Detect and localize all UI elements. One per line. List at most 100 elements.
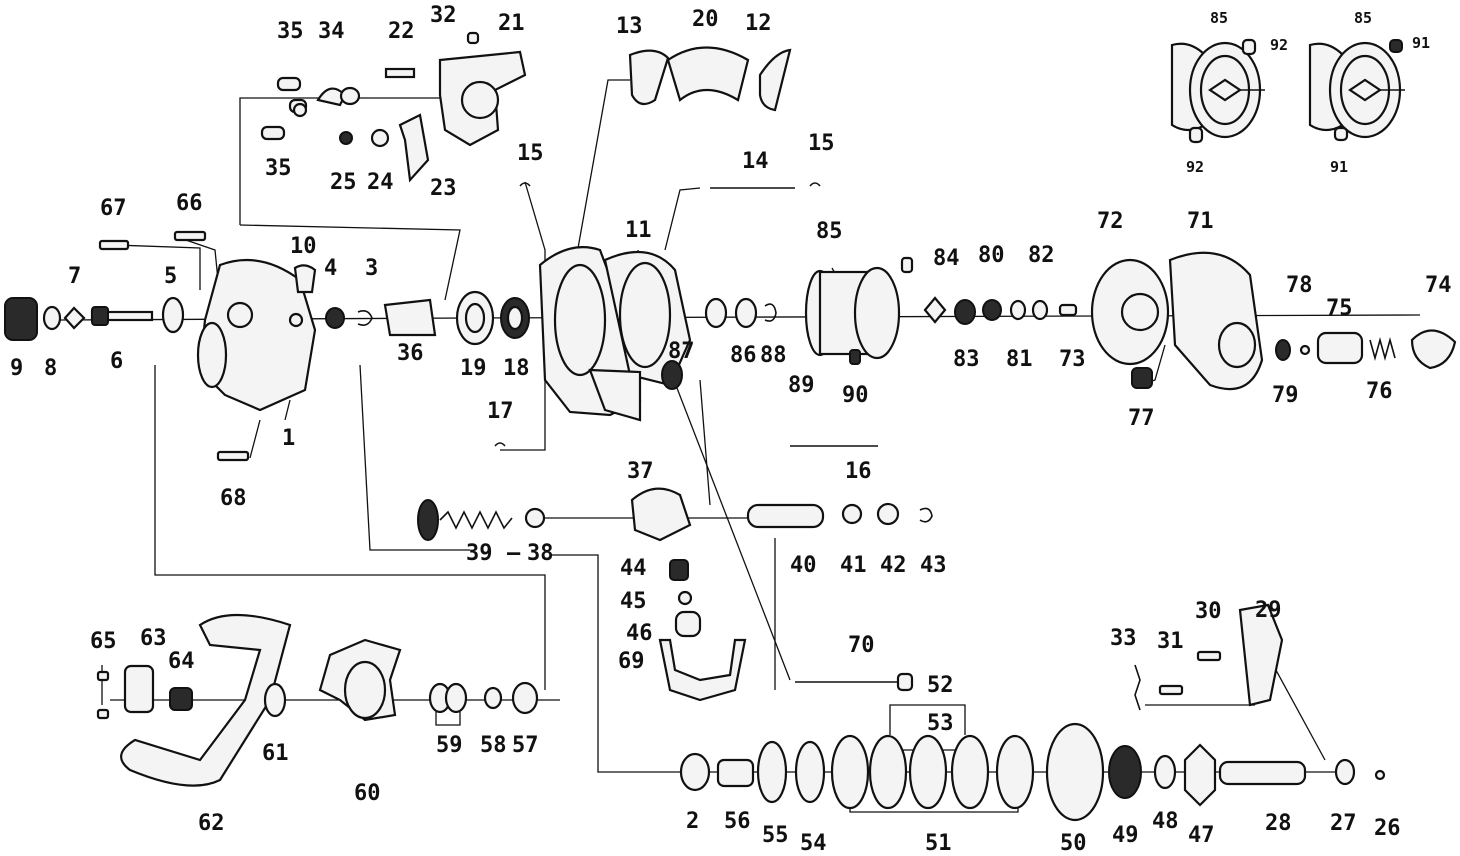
label-71: 71: [1187, 209, 1214, 234]
label-30: 30: [1195, 599, 1222, 624]
label-35a: 35: [277, 19, 304, 44]
label-26: 26: [1374, 816, 1401, 841]
label-23: 23: [430, 176, 457, 201]
label-10: 10: [290, 234, 317, 259]
label-56: 56: [724, 809, 751, 834]
label-63: 63: [140, 626, 167, 651]
label-34: 34: [318, 19, 345, 44]
clutch-lever-group: [260, 31, 527, 183]
label-14: 14: [742, 149, 769, 174]
label-49: 49: [1112, 823, 1139, 848]
label-50: 50: [1060, 831, 1087, 856]
label-15a: 15: [517, 141, 544, 166]
label-21: 21: [498, 11, 525, 36]
label-19: 19: [460, 356, 487, 381]
label-40: 40: [790, 553, 817, 578]
label-62: 62: [198, 811, 225, 836]
label-15b: 15: [808, 131, 835, 156]
label-2: 2: [686, 809, 699, 834]
label-32: 32: [430, 3, 457, 28]
label-43: 43: [920, 553, 947, 578]
label-74: 74: [1425, 273, 1452, 298]
label-55: 55: [762, 823, 789, 848]
label-86: 86: [730, 343, 757, 368]
label-60: 60: [354, 781, 381, 806]
label-9: 9: [10, 356, 23, 381]
label-31: 31: [1157, 629, 1184, 654]
label-36: 36: [397, 341, 424, 366]
label-41: 41: [840, 553, 867, 578]
part-labels: 35 34 32 21 22 35 25 24 23 13 20 12 15 1…: [10, 3, 1452, 856]
label-51: 51: [925, 831, 952, 856]
label-20: 20: [692, 7, 719, 32]
inset-right-label-85: 85: [1354, 9, 1372, 27]
label-67: 67: [100, 196, 127, 221]
label-7: 7: [68, 264, 81, 289]
label-16: 16: [845, 459, 872, 484]
label-18: 18: [503, 356, 530, 381]
label-69: 69: [618, 649, 645, 674]
label-47: 47: [1188, 823, 1215, 848]
label-88: 88: [760, 343, 787, 368]
label-46: 46: [626, 621, 653, 646]
label-59: 59: [436, 733, 463, 758]
inset-left-label-92-top: 92: [1270, 36, 1288, 54]
label-38: 38: [527, 541, 554, 566]
handle-group: [96, 613, 539, 787]
frame-group: [494, 46, 878, 447]
inset-left-label-85: 85: [1210, 9, 1228, 27]
label-35b: 35: [265, 156, 292, 181]
label-72: 72: [1097, 209, 1124, 234]
inset-left-label-92-bottom: 92: [1186, 158, 1204, 176]
label-1: 1: [282, 426, 295, 451]
left-side-plate-group: [4, 230, 530, 462]
label-81: 81: [1006, 347, 1033, 372]
label-70: 70: [848, 633, 875, 658]
label-76: 76: [1366, 379, 1393, 404]
label-78: 78: [1286, 273, 1313, 298]
label-12: 12: [745, 11, 772, 36]
inset-right-label-91-top: 91: [1412, 34, 1430, 52]
label-48: 48: [1152, 809, 1179, 834]
label-22: 22: [388, 19, 415, 44]
label-84: 84: [933, 246, 960, 271]
inset-left: [1170, 38, 1265, 144]
label-52: 52: [927, 673, 954, 698]
label-66: 66: [176, 191, 203, 216]
label-57: 57: [512, 733, 539, 758]
label-5: 5: [164, 264, 177, 289]
label-3: 3: [365, 256, 378, 281]
label-68: 68: [220, 486, 247, 511]
label-79: 79: [1272, 383, 1299, 408]
spool-group: [704, 256, 1078, 365]
label-77: 77: [1128, 406, 1155, 431]
label-11: 11: [625, 218, 652, 243]
label-37: 37: [627, 459, 654, 484]
label-64: 64: [168, 649, 195, 674]
label-4: 4: [324, 256, 337, 281]
label-87: 87: [668, 339, 695, 364]
right-side-plate-group: [1090, 251, 1457, 391]
inset-right: [1308, 39, 1405, 142]
label-82: 82: [1028, 243, 1055, 268]
label-85: 85: [816, 219, 843, 244]
label-65: 65: [90, 629, 117, 654]
drag-gear-group: [679, 603, 1386, 822]
label-28: 28: [1265, 811, 1292, 836]
label-17: 17: [487, 399, 514, 424]
level-wind-group: [417, 487, 933, 702]
label-75: 75: [1326, 296, 1353, 321]
label-42: 42: [880, 553, 907, 578]
label-25: 25: [330, 170, 357, 195]
label-27: 27: [1330, 811, 1357, 836]
label-45: 45: [620, 589, 647, 614]
label-29: 29: [1255, 598, 1282, 623]
label-6: 6: [110, 349, 123, 374]
label-24: 24: [367, 170, 394, 195]
label-39: 39: [466, 541, 493, 566]
label-54: 54: [800, 831, 827, 856]
label-33: 33: [1110, 626, 1137, 651]
label-73: 73: [1059, 347, 1086, 372]
label-53: 53: [927, 711, 954, 736]
